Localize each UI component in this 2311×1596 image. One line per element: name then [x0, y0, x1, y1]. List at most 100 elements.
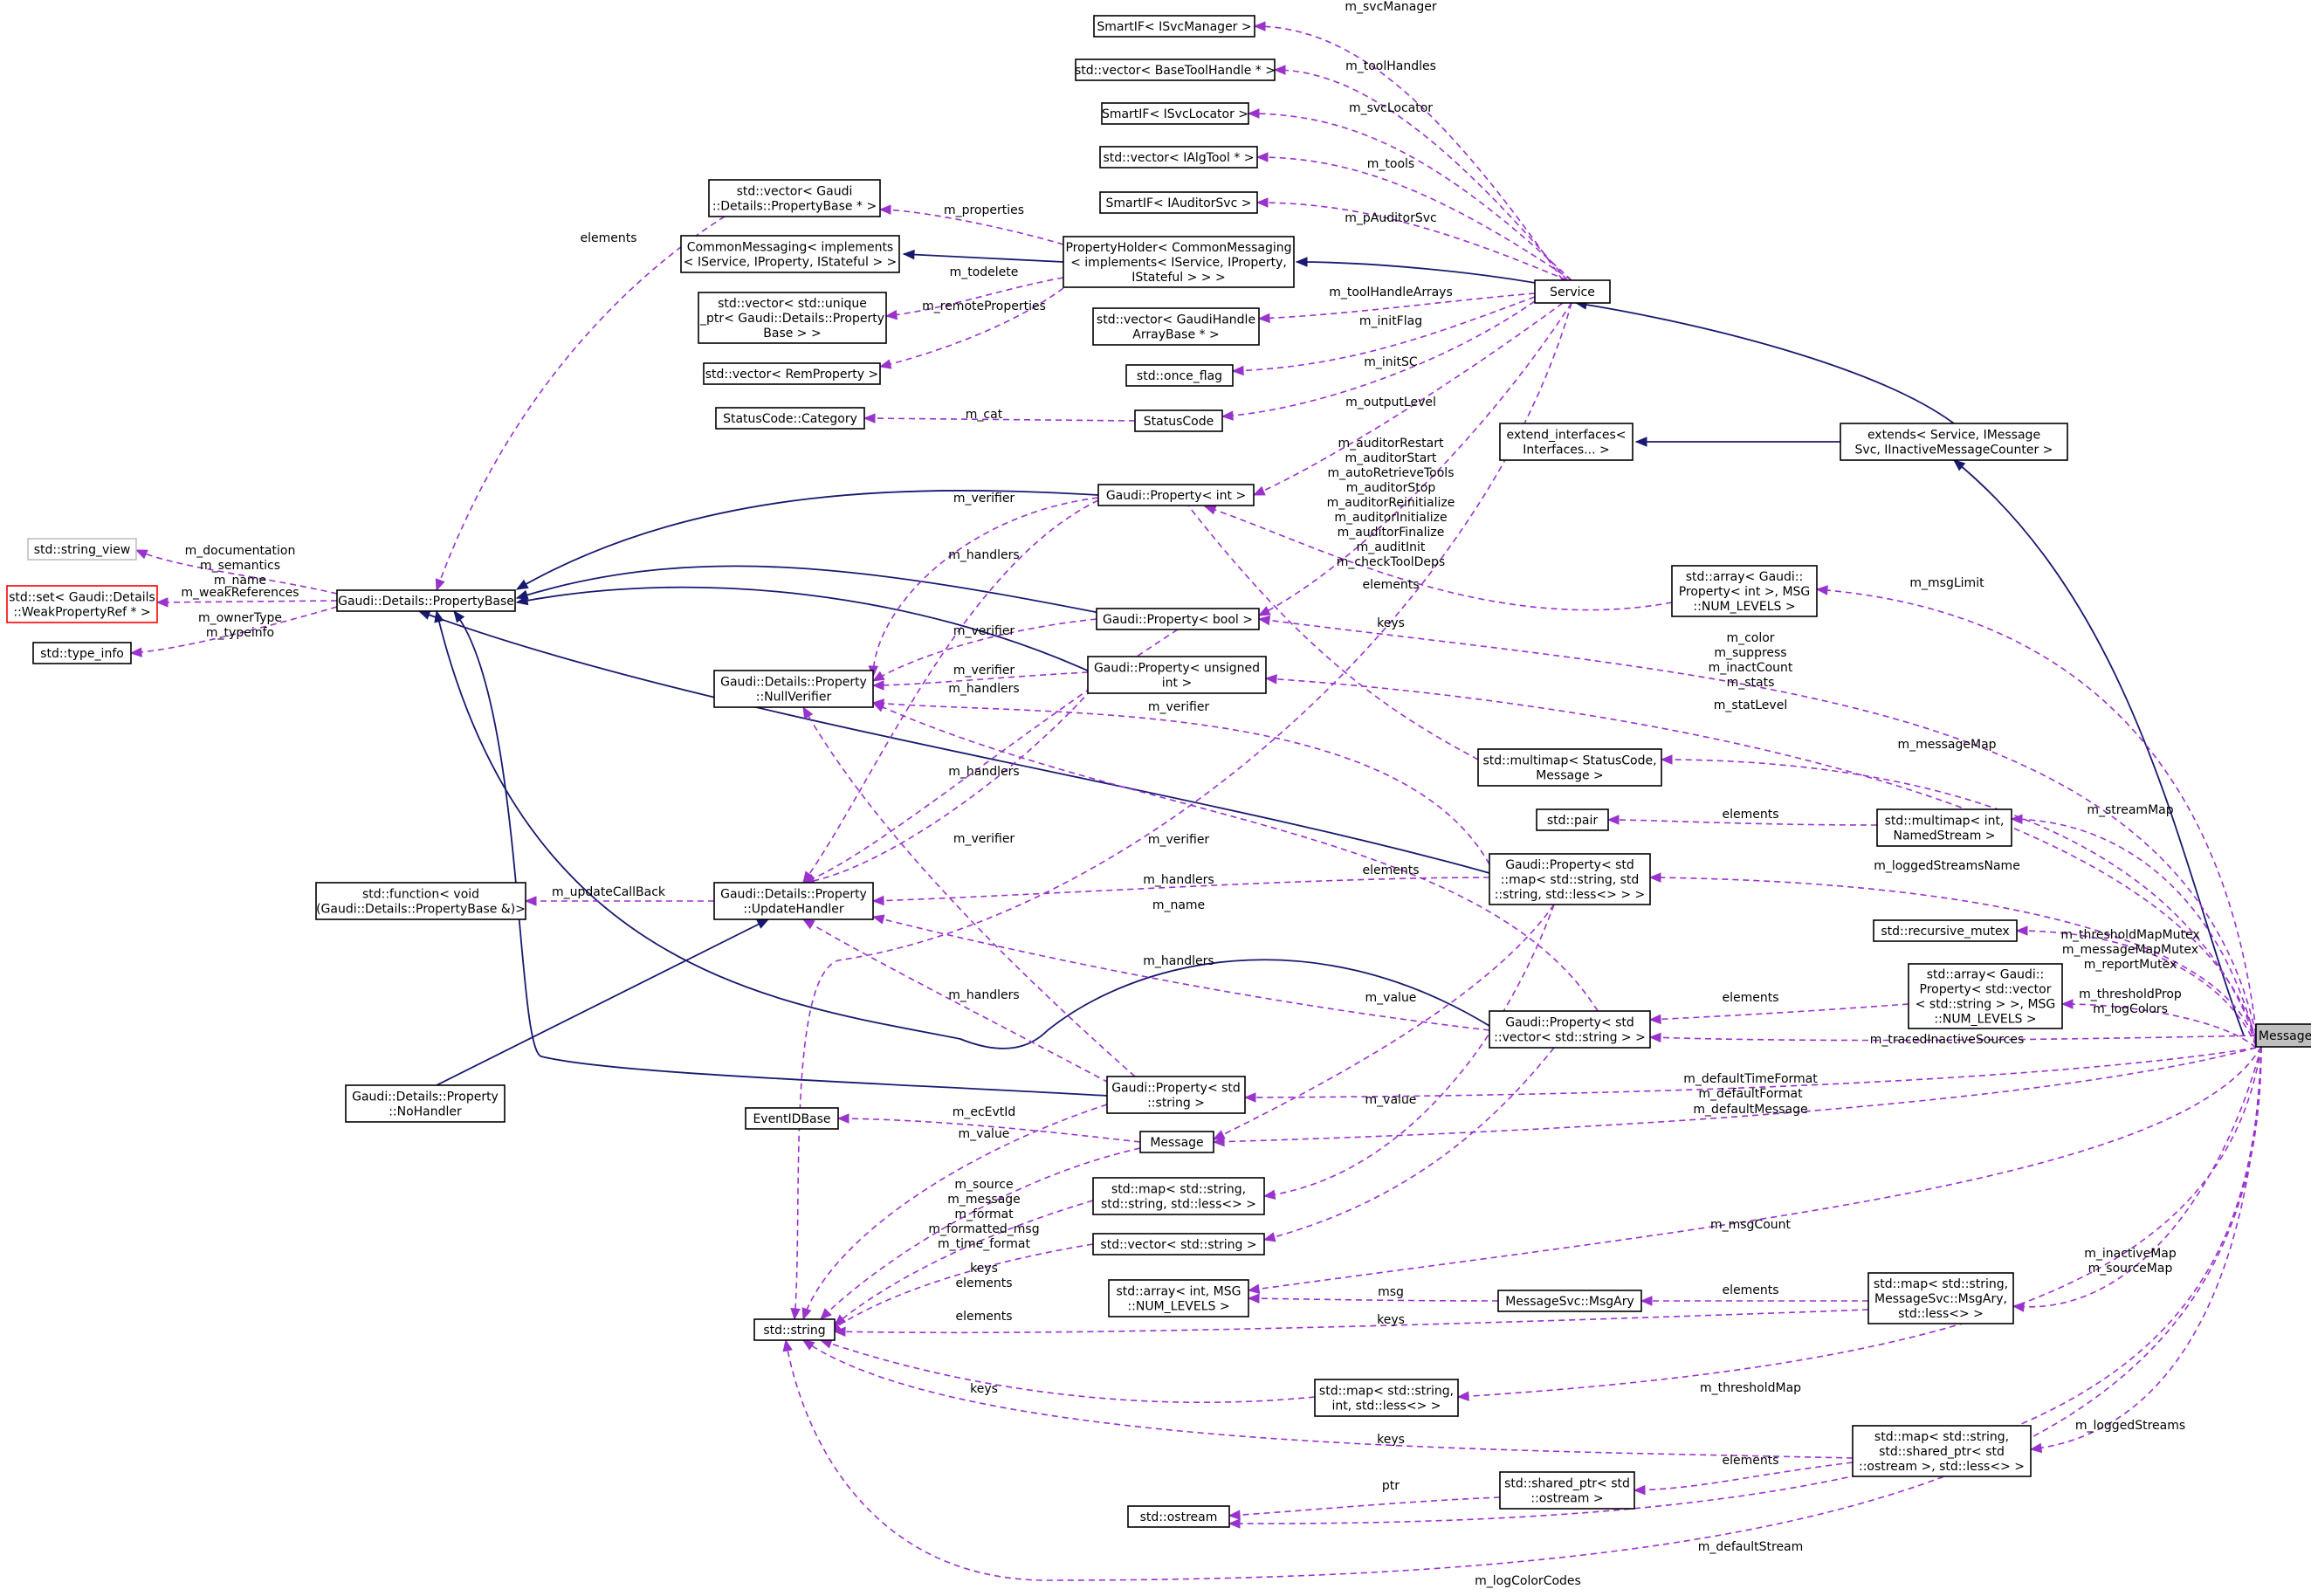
- usage-edge: [2010, 814, 2257, 1044]
- class-node-propmap[interactable]: Gaudi::Property< std::map< std::string, …: [1489, 853, 1651, 905]
- class-node-ostream[interactable]: std::ostream: [1127, 1505, 1230, 1528]
- edge-path: [1228, 1046, 2262, 1524]
- class-node-label-line: Gaudi::Details::Property: [720, 888, 867, 902]
- class-node-eventid[interactable]: EventIDBase: [745, 1107, 839, 1130]
- usage-arrowhead: [790, 1308, 801, 1321]
- usage-arrowhead: [878, 359, 892, 369]
- edge-label-line: m_sourceMap: [2088, 1262, 2173, 1276]
- class-node-box: [1092, 1233, 1265, 1255]
- edge-label-line: m_todelete: [950, 265, 1019, 279]
- class-node-propvecstr[interactable]: Gaudi::Property< std::vector< std::strin…: [1489, 1010, 1651, 1049]
- edges-layer: [129, 21, 2262, 1581]
- class-node-arrnum[interactable]: std::array< int, MSG::NUM_LEVELS >: [1108, 1279, 1249, 1317]
- usage-arrowhead: [871, 702, 885, 712]
- class-node-nullver[interactable]: Gaudi::Details::Property::NullVerifier: [713, 670, 874, 708]
- class-node-auditorsvc[interactable]: SmartIF< IAuditorSvc >: [1099, 191, 1258, 214]
- class-node-svclocator[interactable]: SmartIF< ISvcLocator >: [1101, 102, 1249, 125]
- class-node-extendif[interactable]: extend_interfaces<Interfaces... >: [1499, 423, 1634, 461]
- class-node-label-line: int >: [1162, 677, 1192, 691]
- class-node-stringview[interactable]: std::string_view: [27, 538, 137, 561]
- class-node-label-line: Gaudi::Property< int >: [1106, 489, 1246, 503]
- class-node-mapss[interactable]: std::map< std::string,std::string, std::…: [1092, 1177, 1265, 1215]
- edge-label-line: m_value: [1365, 991, 1417, 1005]
- class-node-propholder[interactable]: PropertyHolder< CommonMessaging< impleme…: [1063, 236, 1295, 288]
- class-node-propbool[interactable]: Gaudi::Property< bool >: [1096, 608, 1260, 630]
- usage-arrowhead: [1255, 197, 1269, 208]
- class-node-messagesvc[interactable]: MessageSvc: [2255, 1023, 2311, 1048]
- class-node-propstr[interactable]: Gaudi::Property< std::string >: [1106, 1076, 1246, 1114]
- usage-arrowhead: [1640, 1296, 1653, 1306]
- class-node-sharedptr[interactable]: std::shared_ptr< std::ostream >: [1499, 1471, 1635, 1510]
- inheritance-arrowhead: [756, 918, 770, 929]
- class-node-nohandler[interactable]: Gaudi::Details::Property::NoHandler: [345, 1084, 506, 1123]
- edge-label-line: m_cat: [966, 408, 1003, 422]
- class-node-label-line: < std::string > >, MSG: [1916, 998, 2056, 1012]
- class-node-box: [345, 1084, 506, 1123]
- class-node-label-line: ::NoHandler: [389, 1105, 462, 1119]
- edge-path: [436, 610, 1490, 1049]
- class-node-multimapint[interactable]: std::multimap< int,NamedStream >: [1876, 808, 2012, 847]
- class-node-label-line: std::map< std::string,: [1111, 1183, 1246, 1197]
- edge-path: [1256, 202, 1568, 281]
- edge-label-traced: m_tracedInactiveSources: [1870, 1033, 2025, 1047]
- edge-label-elements-propvec: elements: [580, 231, 636, 245]
- edge-label-line: elements: [1722, 1454, 1778, 1468]
- class-node-string[interactable]: std::string: [753, 1318, 836, 1341]
- class-node-multimapsc[interactable]: std::multimap< StatusCode,Message >: [1477, 748, 1662, 787]
- class-node-category[interactable]: StatusCode::Category: [715, 407, 865, 430]
- inheritance-arrowhead: [1952, 459, 1966, 471]
- class-node-statuscode[interactable]: StatusCode: [1134, 409, 1223, 432]
- class-node-uniqueptr[interactable]: std::vector< std::unique_ptr< Gaudi::Det…: [698, 292, 887, 344]
- usage-edge: [1255, 197, 1568, 281]
- edge-label-line: m_format: [954, 1207, 1014, 1221]
- edge-label-line: m_verifier: [1148, 700, 1210, 714]
- usage-edge: [1228, 1046, 2262, 1529]
- class-node-typeinfo[interactable]: std::type_info: [32, 642, 132, 664]
- edge-label-pauditor: m_pAuditorSvc: [1345, 211, 1436, 225]
- usage-arrowhead: [801, 918, 815, 930]
- class-node-svcmanager[interactable]: SmartIF< ISvcManager >: [1093, 15, 1255, 38]
- class-node-remprop[interactable]: std::vector< RemProperty >: [703, 362, 881, 385]
- usage-arrowhead: [1648, 872, 1661, 883]
- class-node-pair[interactable]: std::pair: [1536, 808, 1609, 831]
- class-node-propvector[interactable]: std::vector< Gaudi::Details::PropertyBas…: [708, 179, 881, 217]
- class-node-toolhandles[interactable]: std::vector< BaseToolHandle * >: [1075, 58, 1276, 81]
- class-node-propbase[interactable]: Gaudi::Details::PropertyBase: [336, 589, 516, 612]
- class-node-mapsi[interactable]: std::map< std::string,int, std::less<> >: [1314, 1379, 1459, 1417]
- usage-edge: [524, 896, 714, 906]
- usage-arrowhead: [1212, 1136, 1225, 1147]
- class-node-arrint[interactable]: std::array< Gaudi::Property< int >, MSG:…: [1671, 565, 1818, 617]
- class-node-message[interactable]: Message: [1139, 1131, 1214, 1153]
- class-node-service[interactable]: Service: [1534, 279, 1611, 304]
- inheritance-edge: [515, 565, 1131, 620]
- class-node-onceflag[interactable]: std::once_flag: [1125, 364, 1234, 387]
- class-node-arrvec[interactable]: std::array< Gaudi::Property< std::vector…: [1908, 963, 2063, 1029]
- class-node-mapmsgary[interactable]: std::map< std::string,MessageSvc::MsgAry…: [1867, 1272, 2014, 1324]
- edge-path: [820, 1147, 1141, 1320]
- class-node-recmutex[interactable]: std::recursive_mutex: [1873, 919, 2018, 942]
- class-node-propint[interactable]: Gaudi::Property< int >: [1097, 484, 1255, 506]
- edge-label-line: m_ecEvtId: [953, 1105, 1016, 1119]
- class-node-mapsostream[interactable]: std::map< std::string,std::shared_ptr< s…: [1852, 1425, 2032, 1477]
- edge-label-line: m_tools: [1367, 157, 1414, 171]
- class-node-weakref[interactable]: std::set< Gaudi::Details::WeakPropertyRe…: [6, 585, 158, 623]
- edge-path: [516, 565, 1131, 620]
- usage-arrowhead: [2012, 1302, 2025, 1312]
- usage-arrowhead: [871, 895, 884, 906]
- edge-label-initflag: m_initFlag: [1359, 314, 1422, 328]
- class-node-label-line: ::NUM_LEVELS >: [1127, 1300, 1229, 1314]
- class-node-updhandler[interactable]: Gaudi::Details::Property::UpdateHandler: [713, 882, 874, 920]
- inheritance-arrowhead: [515, 579, 529, 590]
- class-node-algtool[interactable]: std::vector< IAlgTool * >: [1099, 146, 1258, 169]
- class-node-function[interactable]: std::function< void(Gaudi::Details::Prop…: [315, 882, 526, 920]
- edge-label-msgcount: m_msgCount: [1710, 1218, 1792, 1232]
- class-node-msgary[interactable]: MessageSvc::MsgAry: [1497, 1290, 1642, 1312]
- class-node-commonmsg[interactable]: CommonMessaging< implements< IService, I…: [680, 235, 900, 273]
- class-node-label: Gaudi::Details::PropertyBase: [338, 595, 514, 609]
- edge-label-line: m_handlers: [1143, 873, 1214, 887]
- class-node-vecstr[interactable]: std::vector< std::string >: [1092, 1233, 1265, 1255]
- edge-label-line: m_message: [947, 1193, 1021, 1207]
